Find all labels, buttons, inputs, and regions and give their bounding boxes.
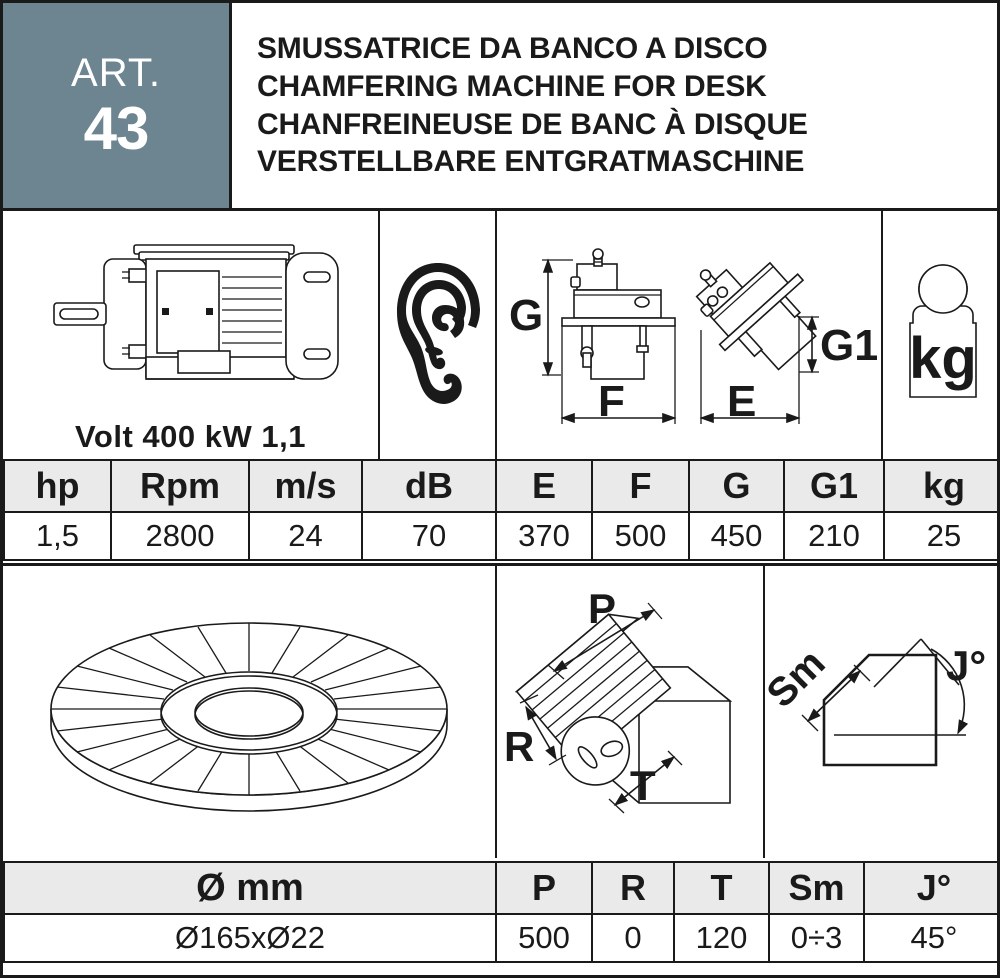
dim-label-p: P xyxy=(588,585,616,632)
spec-value-kg: 25 xyxy=(883,511,997,561)
dim-label-r: R xyxy=(504,723,534,770)
dim-value-sm: 0÷3 xyxy=(768,913,865,963)
article-label: ART. xyxy=(71,50,161,95)
tool-dimension-table: Ø mm P R T Sm J° Ø165xØ22 500 0 120 0÷3 … xyxy=(3,861,997,963)
title-line-it: SMUSSATRICE DA BANCO A DISCO xyxy=(257,31,768,65)
spec-header-ms: m/s xyxy=(248,459,363,513)
divider-work-chamfer xyxy=(763,566,765,858)
spec-header-hp: hp xyxy=(3,459,112,513)
motor-caption: Volt 400 kW 1,1 xyxy=(75,419,306,454)
title-line-fr: CHANFREINEUSE DE BANC À DISQUE xyxy=(257,107,808,141)
weight-cell: kg xyxy=(883,211,997,459)
electric-motor-icon xyxy=(3,221,378,411)
dim-header-row: Ø mm P R T Sm J° xyxy=(3,861,997,915)
dim-label-g1: G1 xyxy=(820,321,877,370)
motor-cell: Volt 400 kW 1,1 xyxy=(3,211,378,459)
dim-value-p: 500 xyxy=(495,913,593,963)
spec-header-f: F xyxy=(591,459,690,513)
spec-value-f: 500 xyxy=(591,511,690,561)
weight-unit-label: kg xyxy=(909,326,977,391)
spec-value-row: 1,5 2800 24 70 370 500 450 210 25 xyxy=(3,511,997,561)
specification-table: hp Rpm m/s dB E F G G1 kg 1,5 2800 24 70… xyxy=(3,459,997,561)
spec-header-db: dB xyxy=(361,459,497,513)
title-block: SMUSSATRICE DA BANCO A DISCO CHAMFERING … xyxy=(235,3,997,208)
dim-label-angle: J° xyxy=(946,642,986,689)
dim-label-f: F xyxy=(598,377,625,426)
spec-value-g: 450 xyxy=(688,511,785,561)
spec-value-rpm: 2800 xyxy=(110,511,250,561)
rule-below-header xyxy=(3,208,997,211)
article-badge: ART. 43 xyxy=(3,3,229,208)
spec-header-e: E xyxy=(495,459,593,513)
divider-dims-kg xyxy=(881,211,883,459)
pictogram-band: Volt 400 kW 1,1 xyxy=(3,211,997,459)
dim-header-angle: J° xyxy=(863,861,997,915)
header-band: ART. 43 SMUSSATRICE DA BANCO A DISCO CHA… xyxy=(3,3,997,208)
dim-label-g: G xyxy=(509,291,543,340)
dimension-drawings-cell: G F xyxy=(497,211,881,459)
noise-cell xyxy=(380,211,495,459)
dim-value-angle: 45° xyxy=(863,913,997,963)
weight-kg-icon: kg xyxy=(897,255,989,415)
spec-value-e: 370 xyxy=(495,511,593,561)
dim-header-t: T xyxy=(673,861,770,915)
dim-header-r: R xyxy=(591,861,675,915)
title-line-de: VERSTELLBARE ENTGRATMASCHINE xyxy=(257,145,805,179)
ear-icon xyxy=(390,260,486,410)
spec-value-ms: 24 xyxy=(248,511,363,561)
dim-value-t: 120 xyxy=(673,913,770,963)
spec-header-g1: G1 xyxy=(783,459,885,513)
work-dimension-cell: P R T xyxy=(497,566,763,858)
title-line-en: CHAMFERING MACHINE FOR DESK xyxy=(257,69,767,103)
chamfer-cell: J° Sm xyxy=(765,566,997,858)
divider-motor-ear xyxy=(378,211,380,459)
divider-disc-work xyxy=(495,566,497,858)
dim-label-t: T xyxy=(630,762,656,809)
header-divider xyxy=(229,3,232,208)
article-number: 43 xyxy=(83,94,150,162)
spec-value-hp: 1,5 xyxy=(3,511,112,561)
spec-header-kg: kg xyxy=(883,459,997,513)
abrasive-disc-icon xyxy=(39,587,459,837)
dim-header-diameter: Ø mm xyxy=(3,861,497,915)
dim-value-row: Ø165xØ22 500 0 120 0÷3 45° xyxy=(3,913,997,963)
dim-value-r: 0 xyxy=(591,913,675,963)
spec-header-rpm: Rpm xyxy=(110,459,250,513)
spec-value-db: 70 xyxy=(361,511,497,561)
lower-pictogram-band: P R T xyxy=(3,566,997,858)
spec-header-g: G xyxy=(688,459,785,513)
dim-header-sm: Sm xyxy=(768,861,865,915)
dim-value-diameter: Ø165xØ22 xyxy=(3,913,497,963)
dim-label-e: E xyxy=(727,377,756,426)
spec-header-row: hp Rpm m/s dB E F G G1 kg xyxy=(3,459,997,513)
dim-header-p: P xyxy=(495,861,593,915)
divider-ear-dims xyxy=(495,211,497,459)
disc-cell xyxy=(3,566,495,858)
rule-below-spec-table xyxy=(3,563,997,566)
spec-value-g1: 210 xyxy=(783,511,885,561)
